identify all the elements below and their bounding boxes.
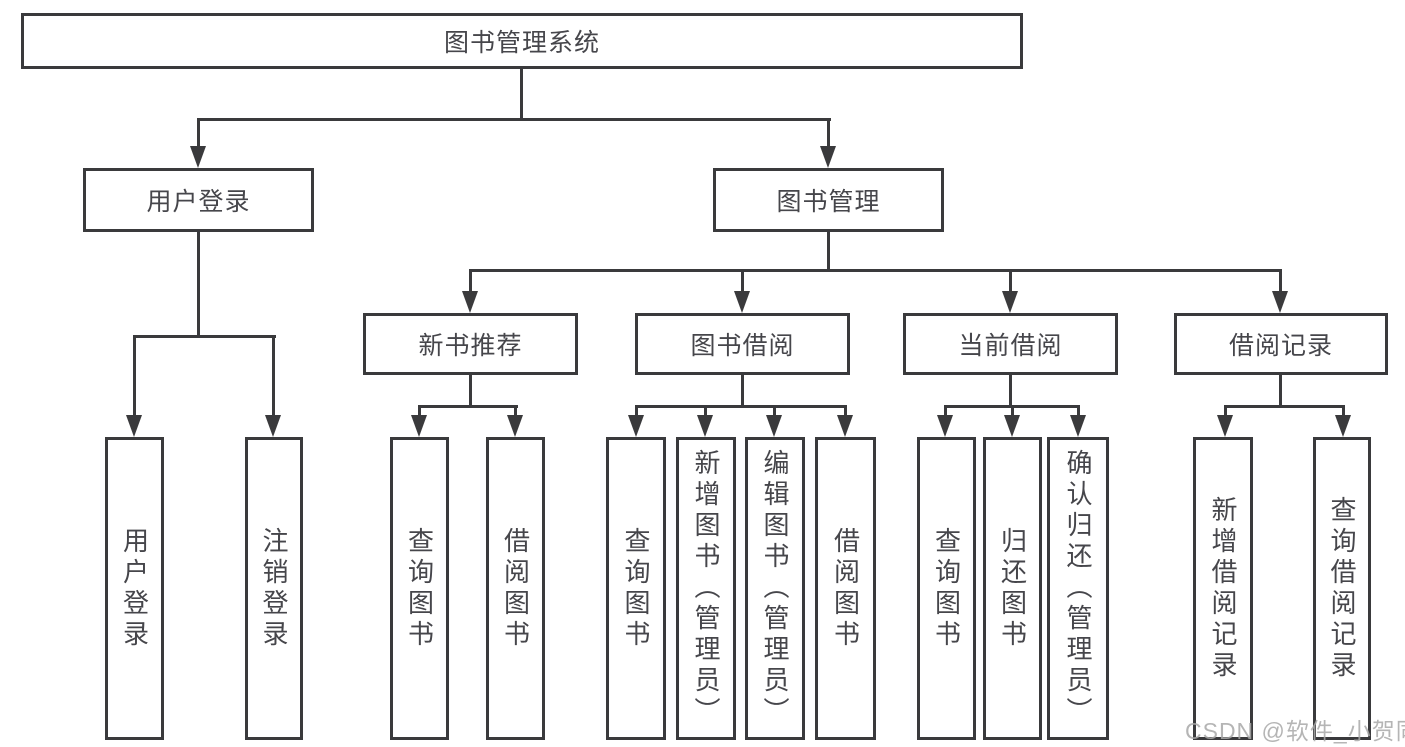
connector-bookmgmt-stem: [827, 232, 830, 272]
csdn-watermark: CSDN @软件_小贺同学: [1185, 718, 1405, 744]
arrowhead-leaf-logout-icon: [265, 415, 281, 437]
connector-root-branch: [197, 118, 831, 121]
connector-drop-e2: [1342, 405, 1345, 417]
leaf-label: 确认归还（管理员）: [1063, 449, 1093, 728]
arrowhead-e1-icon: [1217, 415, 1233, 437]
connector-newbook-branch: [418, 405, 518, 408]
leaf-label: 借阅图书: [830, 526, 861, 651]
leaf-edit-book-admin: 编辑图书（管理员）: [745, 437, 805, 740]
leaf-label: 归还图书: [997, 526, 1028, 651]
arrowhead-book-mgmt-icon: [820, 146, 836, 168]
arrowhead-c4-icon: [837, 415, 853, 437]
leaf-label: 新增图书（管理员）: [691, 449, 721, 728]
leaf-label: 查询图书: [931, 526, 962, 651]
connector-drop-borrow-record: [1279, 269, 1282, 293]
connector-drop-d1: [944, 405, 947, 417]
connector-newbook-stem: [469, 375, 472, 408]
connector-drop-b2: [514, 405, 517, 417]
arrowhead-e2-icon: [1335, 415, 1351, 437]
leaf-label: 查询图书: [621, 526, 651, 651]
node-user-login: 用户登录: [83, 168, 314, 232]
arrowhead-borrow-record-icon: [1272, 291, 1288, 313]
leaf-label: 查询图书: [404, 526, 435, 651]
leaf-label: 编辑图书（管理员）: [760, 449, 790, 728]
connector-root-stem: [520, 69, 523, 121]
arrowhead-leaf-login-icon: [126, 415, 142, 437]
arrowhead-user-login-icon: [190, 146, 206, 168]
arrowhead-d1-icon: [937, 415, 953, 437]
connector-drop-d3: [1077, 405, 1080, 417]
connector-bookborrow-branch: [635, 405, 847, 408]
arrowhead-d2-icon: [1004, 415, 1020, 437]
connector-drop-e1: [1224, 405, 1227, 417]
arrowhead-book-borrow-icon: [734, 291, 750, 313]
connector-drop-c2: [704, 405, 707, 417]
connector-drop-leaf-login: [133, 335, 136, 417]
connector-borrowrecord-stem: [1279, 375, 1282, 408]
connector-drop-b1: [418, 405, 421, 417]
node-book-management: 图书管理: [713, 168, 944, 232]
leaf-query-book-3: 查询图书: [917, 437, 976, 740]
node-current-borrow: 当前借阅: [903, 313, 1118, 375]
connector-userlogin-stem: [197, 232, 200, 338]
arrowhead-c3-icon: [766, 415, 782, 437]
connector-drop-d2: [1011, 405, 1014, 417]
root-node-library-system: 图书管理系统: [21, 13, 1023, 69]
connector-bookborrow-stem: [741, 375, 744, 408]
connector-drop-current-borrow: [1009, 269, 1012, 293]
connector-bookmgmt-branch: [469, 269, 1282, 272]
connector-drop-book-mgmt: [827, 118, 830, 148]
arrowhead-new-book-icon: [462, 291, 478, 313]
leaf-borrow-book-2: 借阅图书: [815, 437, 876, 740]
leaf-label: 查询借阅记录: [1327, 495, 1357, 682]
connector-drop-new-book: [469, 269, 472, 293]
connector-drop-leaf-logout: [272, 335, 275, 417]
arrowhead-current-borrow-icon: [1002, 291, 1018, 313]
connector-drop-user-login: [197, 118, 200, 148]
arrowhead-c2-icon: [697, 415, 713, 437]
connector-drop-book-borrow: [741, 269, 744, 293]
leaf-logout: 注销登录: [245, 437, 303, 740]
leaf-label: 新增借阅记录: [1208, 495, 1238, 682]
leaf-return-book: 归还图书: [983, 437, 1042, 740]
leaf-query-book-2: 查询图书: [606, 437, 666, 740]
connector-drop-c3: [773, 405, 776, 417]
node-borrow-record: 借阅记录: [1174, 313, 1388, 375]
connector-drop-c4: [844, 405, 847, 417]
leaf-borrow-book-1: 借阅图书: [486, 437, 545, 740]
connector-borrowrecord-branch: [1224, 405, 1345, 408]
arrowhead-b2-icon: [507, 415, 523, 437]
connector-currentborrow-stem: [1009, 375, 1012, 408]
arrowhead-c1-icon: [628, 415, 644, 437]
arrowhead-d3-icon: [1070, 415, 1086, 437]
leaf-confirm-return-admin: 确认归还（管理员）: [1047, 437, 1109, 740]
connector-userlogin-branch: [133, 335, 276, 338]
arrowhead-b1-icon: [411, 415, 427, 437]
leaf-label: 用户登录: [119, 526, 150, 651]
leaf-label: 注销登录: [259, 526, 289, 651]
connector-drop-c1: [635, 405, 638, 417]
leaf-query-book-1: 查询图书: [390, 437, 449, 740]
leaf-user-login: 用户登录: [105, 437, 164, 740]
leaf-label: 借阅图书: [500, 526, 531, 651]
node-book-borrow: 图书借阅: [635, 313, 850, 375]
leaf-add-book-admin: 新增图书（管理员）: [676, 437, 736, 740]
leaf-query-borrow-record: 查询借阅记录: [1313, 437, 1371, 740]
leaf-add-borrow-record: 新增借阅记录: [1193, 437, 1253, 740]
node-new-book-recommend: 新书推荐: [363, 313, 578, 375]
